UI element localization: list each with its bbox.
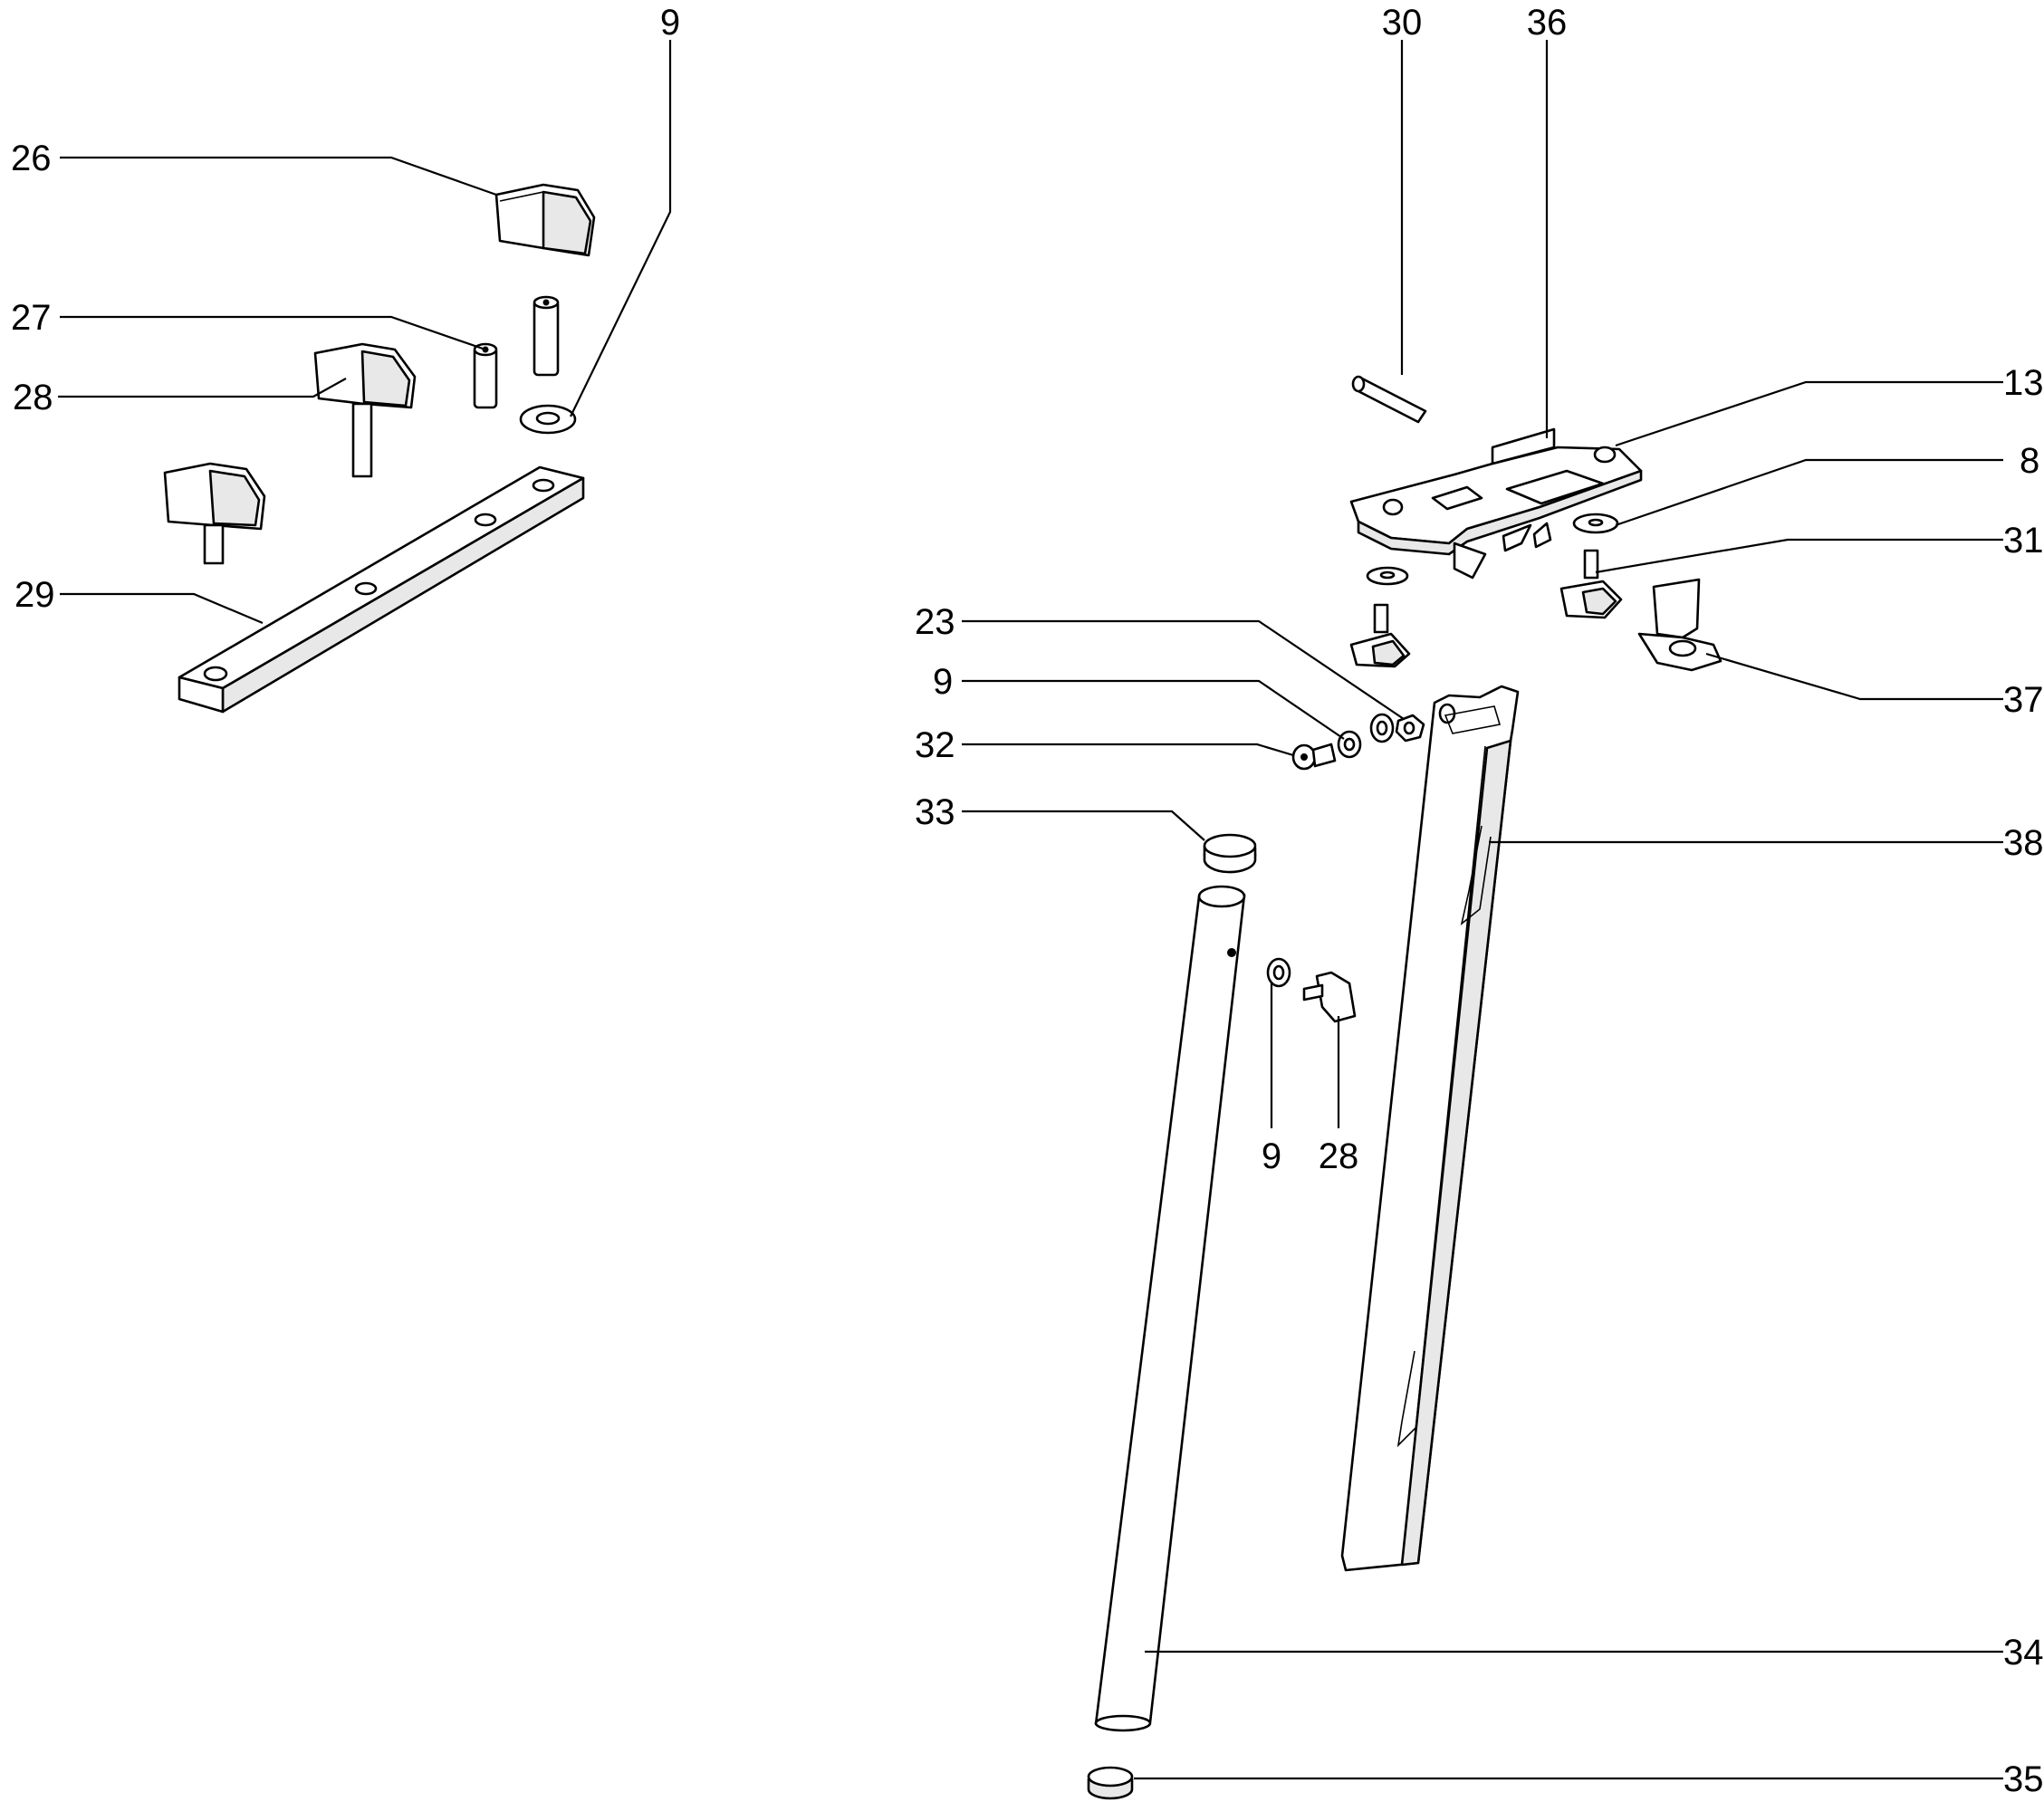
part-knob-screw-left [1349,603,1411,668]
callout-9-top: 9 [660,3,680,43]
callout-13: 13 [2003,363,2044,403]
callout-8: 8 [2020,441,2039,481]
callout-23: 23 [915,602,955,642]
callout-37: 37 [2003,680,2044,720]
callout-9-bottom: 9 [1262,1136,1281,1176]
part-30-pin [1351,375,1427,424]
callout-28-left: 28 [13,378,53,417]
part-9-washer-top [519,404,577,435]
callout-26: 26 [11,139,52,178]
part-8-washer [1572,513,1619,534]
part-37-clip [1637,578,1723,672]
part-27-spacer-short [473,342,498,409]
part-9-washer-mid-2 [1337,730,1362,759]
part-9-washer-mid [1369,713,1395,743]
callout-labels: 9 26 27 28 29 30 36 13 8 31 37 23 9 32 3… [11,3,2044,1799]
callout-36: 36 [1527,3,1568,43]
part-23-nut [1395,714,1425,743]
part-washer-left [1366,566,1409,586]
part-36-bracket-plate [1349,427,1643,580]
part-28-knob-left-lower [163,462,266,565]
callout-35: 35 [2003,1759,2044,1799]
part-9-washer-bottom [1266,957,1291,988]
callout-34: 34 [2003,1633,2044,1673]
part-31-knob-screw [1559,549,1623,619]
part-27-spacer-long [533,295,560,377]
callout-32: 32 [915,725,955,765]
callout-28-bottom: 28 [1319,1136,1359,1176]
callout-27: 27 [11,298,52,338]
callout-33: 33 [915,792,955,832]
callout-29: 29 [14,575,55,615]
leader-lines [58,40,2003,1780]
callout-38: 38 [2003,823,2044,863]
part-32-bolt [1291,743,1337,771]
part-35-foot [1087,1766,1134,1800]
part-33-cap [1203,833,1257,874]
part-34-tube [1094,885,1246,1732]
part-28-knob-bottom [1302,971,1357,1023]
callout-31: 31 [2003,521,2044,561]
part-28-knob-left-upper [313,342,417,478]
part-38-rail [1340,685,1520,1572]
callout-30: 30 [1382,3,1423,43]
part-26-star-knob [494,183,596,257]
callout-9-mid: 9 [933,662,953,702]
part-29-fence-bar [178,465,585,714]
